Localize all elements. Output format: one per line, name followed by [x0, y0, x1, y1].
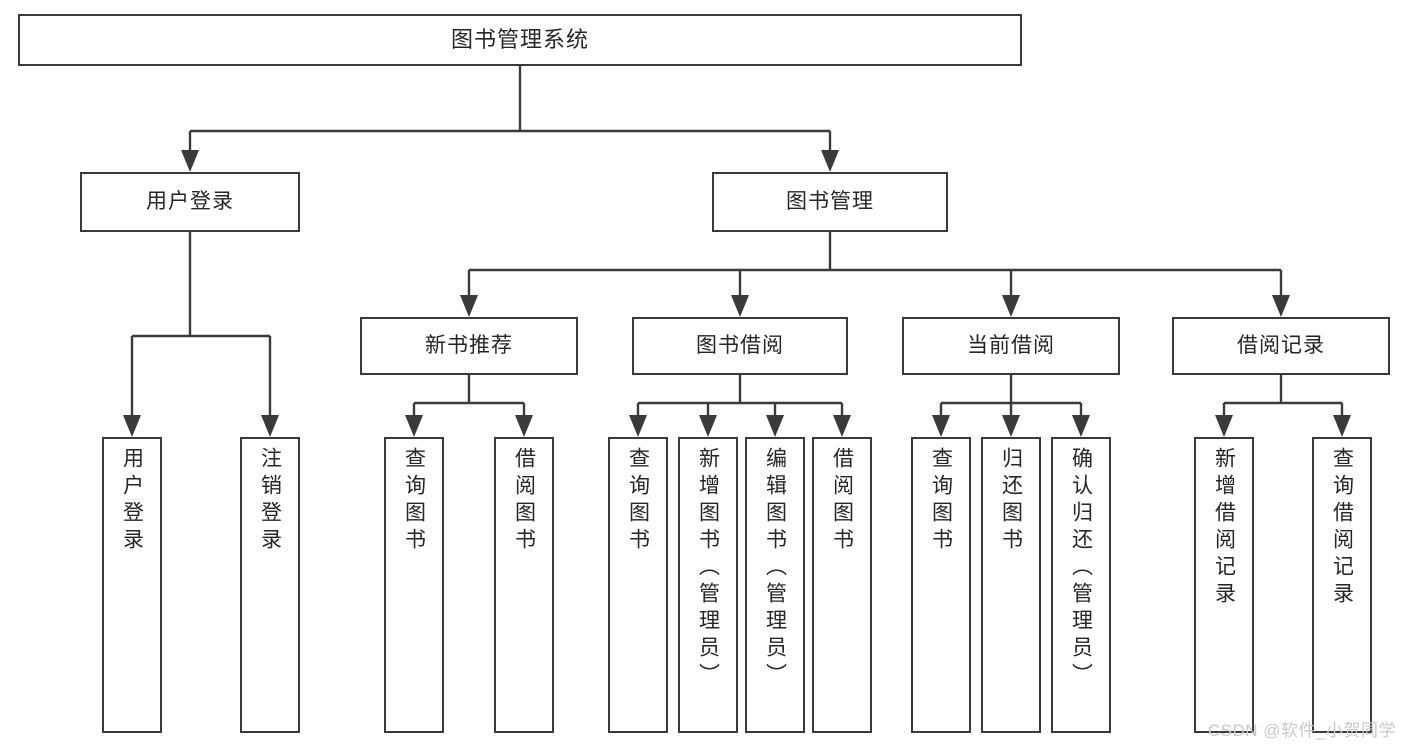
- node-label: 查询借阅记录: [1330, 447, 1354, 609]
- arrowhead-book-borrow: [731, 295, 749, 317]
- node-label: 注销登录: [258, 447, 282, 555]
- arrowhead-bb-leaf3: [766, 415, 784, 437]
- leaf-user-login-login[interactable]: 用户登录: [102, 437, 162, 733]
- arrowhead-cb-leaf1: [932, 415, 950, 437]
- node-label: 借阅记录: [1237, 334, 1325, 358]
- node-label: 图书管理: [786, 190, 874, 214]
- node-label: 当前借阅: [967, 334, 1055, 358]
- node-current-borrow[interactable]: 当前借阅: [902, 317, 1120, 375]
- leaf-book-borrow-add[interactable]: 新增图书（管理员）: [678, 437, 738, 733]
- node-label: 用户登录: [120, 447, 144, 555]
- arrowhead-book-manage: [821, 150, 839, 172]
- leaf-book-borrow-query[interactable]: 查询图书: [608, 437, 668, 733]
- leaf-borrow-record-query[interactable]: 查询借阅记录: [1312, 437, 1372, 733]
- node-label: 新增借阅记录: [1212, 447, 1236, 609]
- arrowhead-ul-leaf2: [261, 415, 279, 437]
- node-label: 用户登录: [146, 190, 234, 214]
- node-label: 新书推荐: [425, 334, 513, 358]
- leaf-new-book-borrow[interactable]: 借阅图书: [494, 437, 554, 733]
- arrowhead-br-leaf2: [1333, 415, 1351, 437]
- leaf-book-borrow-edit[interactable]: 编辑图书（管理员）: [745, 437, 805, 733]
- node-user-login[interactable]: 用户登录: [80, 172, 300, 232]
- arrowhead-bb-leaf1: [629, 415, 647, 437]
- node-label: 借阅图书: [512, 447, 536, 555]
- leaf-current-borrow-confirm[interactable]: 确认归还（管理员）: [1051, 437, 1111, 733]
- node-label: 确认归还（管理员）: [1069, 447, 1093, 690]
- node-new-book-recommend[interactable]: 新书推荐: [360, 317, 578, 375]
- node-label: 查询图书: [929, 447, 953, 555]
- node-root-system[interactable]: 图书管理系统: [18, 14, 1022, 66]
- node-label: 查询图书: [402, 447, 426, 555]
- leaf-book-borrow-borrow[interactable]: 借阅图书: [812, 437, 872, 733]
- arrowhead-current-borrow: [1002, 295, 1020, 317]
- arrowhead-bb-leaf4: [833, 415, 851, 437]
- node-book-management[interactable]: 图书管理: [712, 172, 948, 232]
- leaf-new-book-query[interactable]: 查询图书: [384, 437, 444, 733]
- node-label: 归还图书: [999, 447, 1023, 555]
- arrowhead-nb-leaf1: [405, 415, 423, 437]
- arrowhead-ul-leaf1: [123, 415, 141, 437]
- leaf-user-login-logout[interactable]: 注销登录: [240, 437, 300, 733]
- leaf-current-borrow-return[interactable]: 归还图书: [981, 437, 1041, 733]
- arrowhead-br-leaf1: [1215, 415, 1233, 437]
- arrowhead-cb-leaf2: [1002, 415, 1020, 437]
- arrowhead-bb-leaf2: [699, 415, 717, 437]
- node-label: 查询图书: [626, 447, 650, 555]
- arrowhead-user-login: [181, 150, 199, 172]
- node-borrow-record[interactable]: 借阅记录: [1172, 317, 1390, 375]
- arrowhead-new-book: [460, 295, 478, 317]
- node-label: 借阅图书: [830, 447, 854, 555]
- arrowhead-cb-leaf3: [1072, 415, 1090, 437]
- arrowhead-borrow-record: [1272, 295, 1290, 317]
- node-book-borrow[interactable]: 图书借阅: [632, 317, 848, 375]
- arrowhead-nb-leaf2: [515, 415, 533, 437]
- leaf-current-borrow-query[interactable]: 查询图书: [911, 437, 971, 733]
- leaf-borrow-record-add[interactable]: 新增借阅记录: [1194, 437, 1254, 733]
- node-label: 编辑图书（管理员）: [763, 447, 787, 690]
- node-label: 图书管理系统: [450, 26, 589, 52]
- node-label: 新增图书（管理员）: [696, 447, 720, 690]
- node-label: 图书借阅: [696, 334, 784, 358]
